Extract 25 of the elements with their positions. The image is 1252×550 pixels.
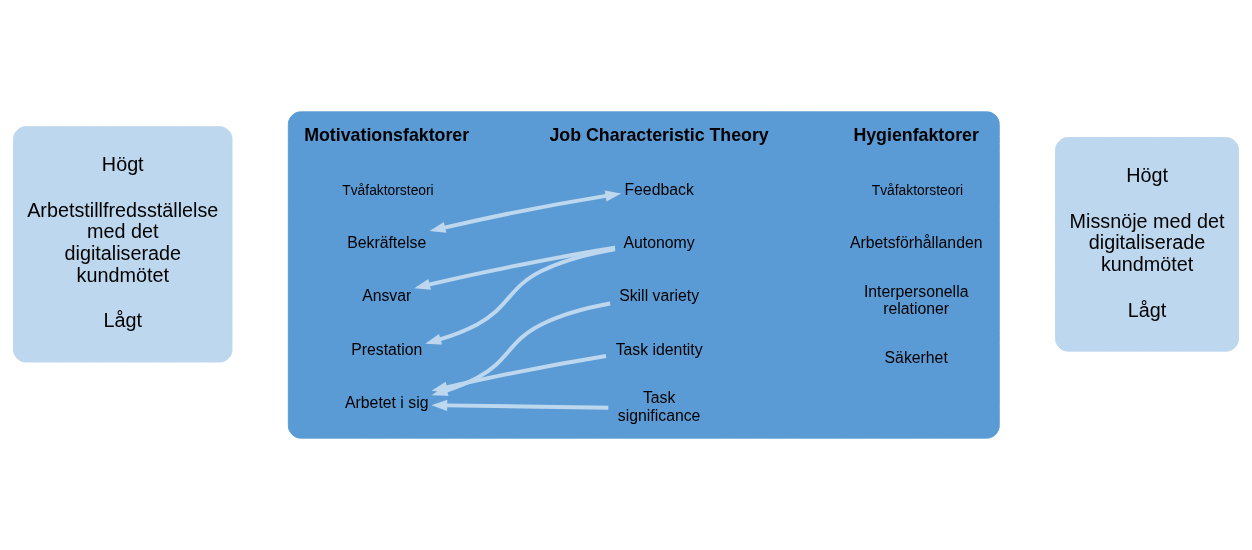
node-text: Arbetsförhållanden — [849, 234, 983, 252]
node-text: Feedback — [624, 180, 694, 198]
arrow — [431, 399, 609, 411]
node-text: Task identity — [615, 340, 703, 358]
node-text: Task significance — [617, 389, 701, 425]
node-text: Interpersonella relationer — [863, 282, 969, 318]
node-text: Autonomy — [623, 234, 695, 252]
arrow — [431, 354, 607, 393]
node-text: Ansvar — [362, 287, 412, 305]
label: Motivationsfaktorer — [304, 124, 470, 145]
arrow — [429, 190, 622, 233]
node-text: Skill variety — [619, 287, 700, 305]
node-text: Arbetet i sig — [345, 394, 429, 412]
node-text: Prestation — [351, 340, 423, 358]
cluster — [287, 111, 1000, 439]
label: Tvåfaktorsteori — [871, 181, 964, 198]
label: Tvåfaktorsteori — [342, 181, 434, 198]
label: Job Characteristic Theory — [549, 124, 769, 145]
arrow — [414, 245, 616, 290]
arrow — [425, 247, 616, 345]
node-text: Bekräftelse — [347, 234, 427, 252]
node-box: Högt Missnöje med det digitaliserade kundmötet Lågt — [1055, 137, 1239, 352]
label: Hygienfaktorer — [853, 124, 979, 145]
node-box: Högt Arbetstillfredsställelse med det digitaliserade kundmötet Lågt — [13, 126, 233, 363]
node-text: Säkerhet — [884, 348, 948, 366]
